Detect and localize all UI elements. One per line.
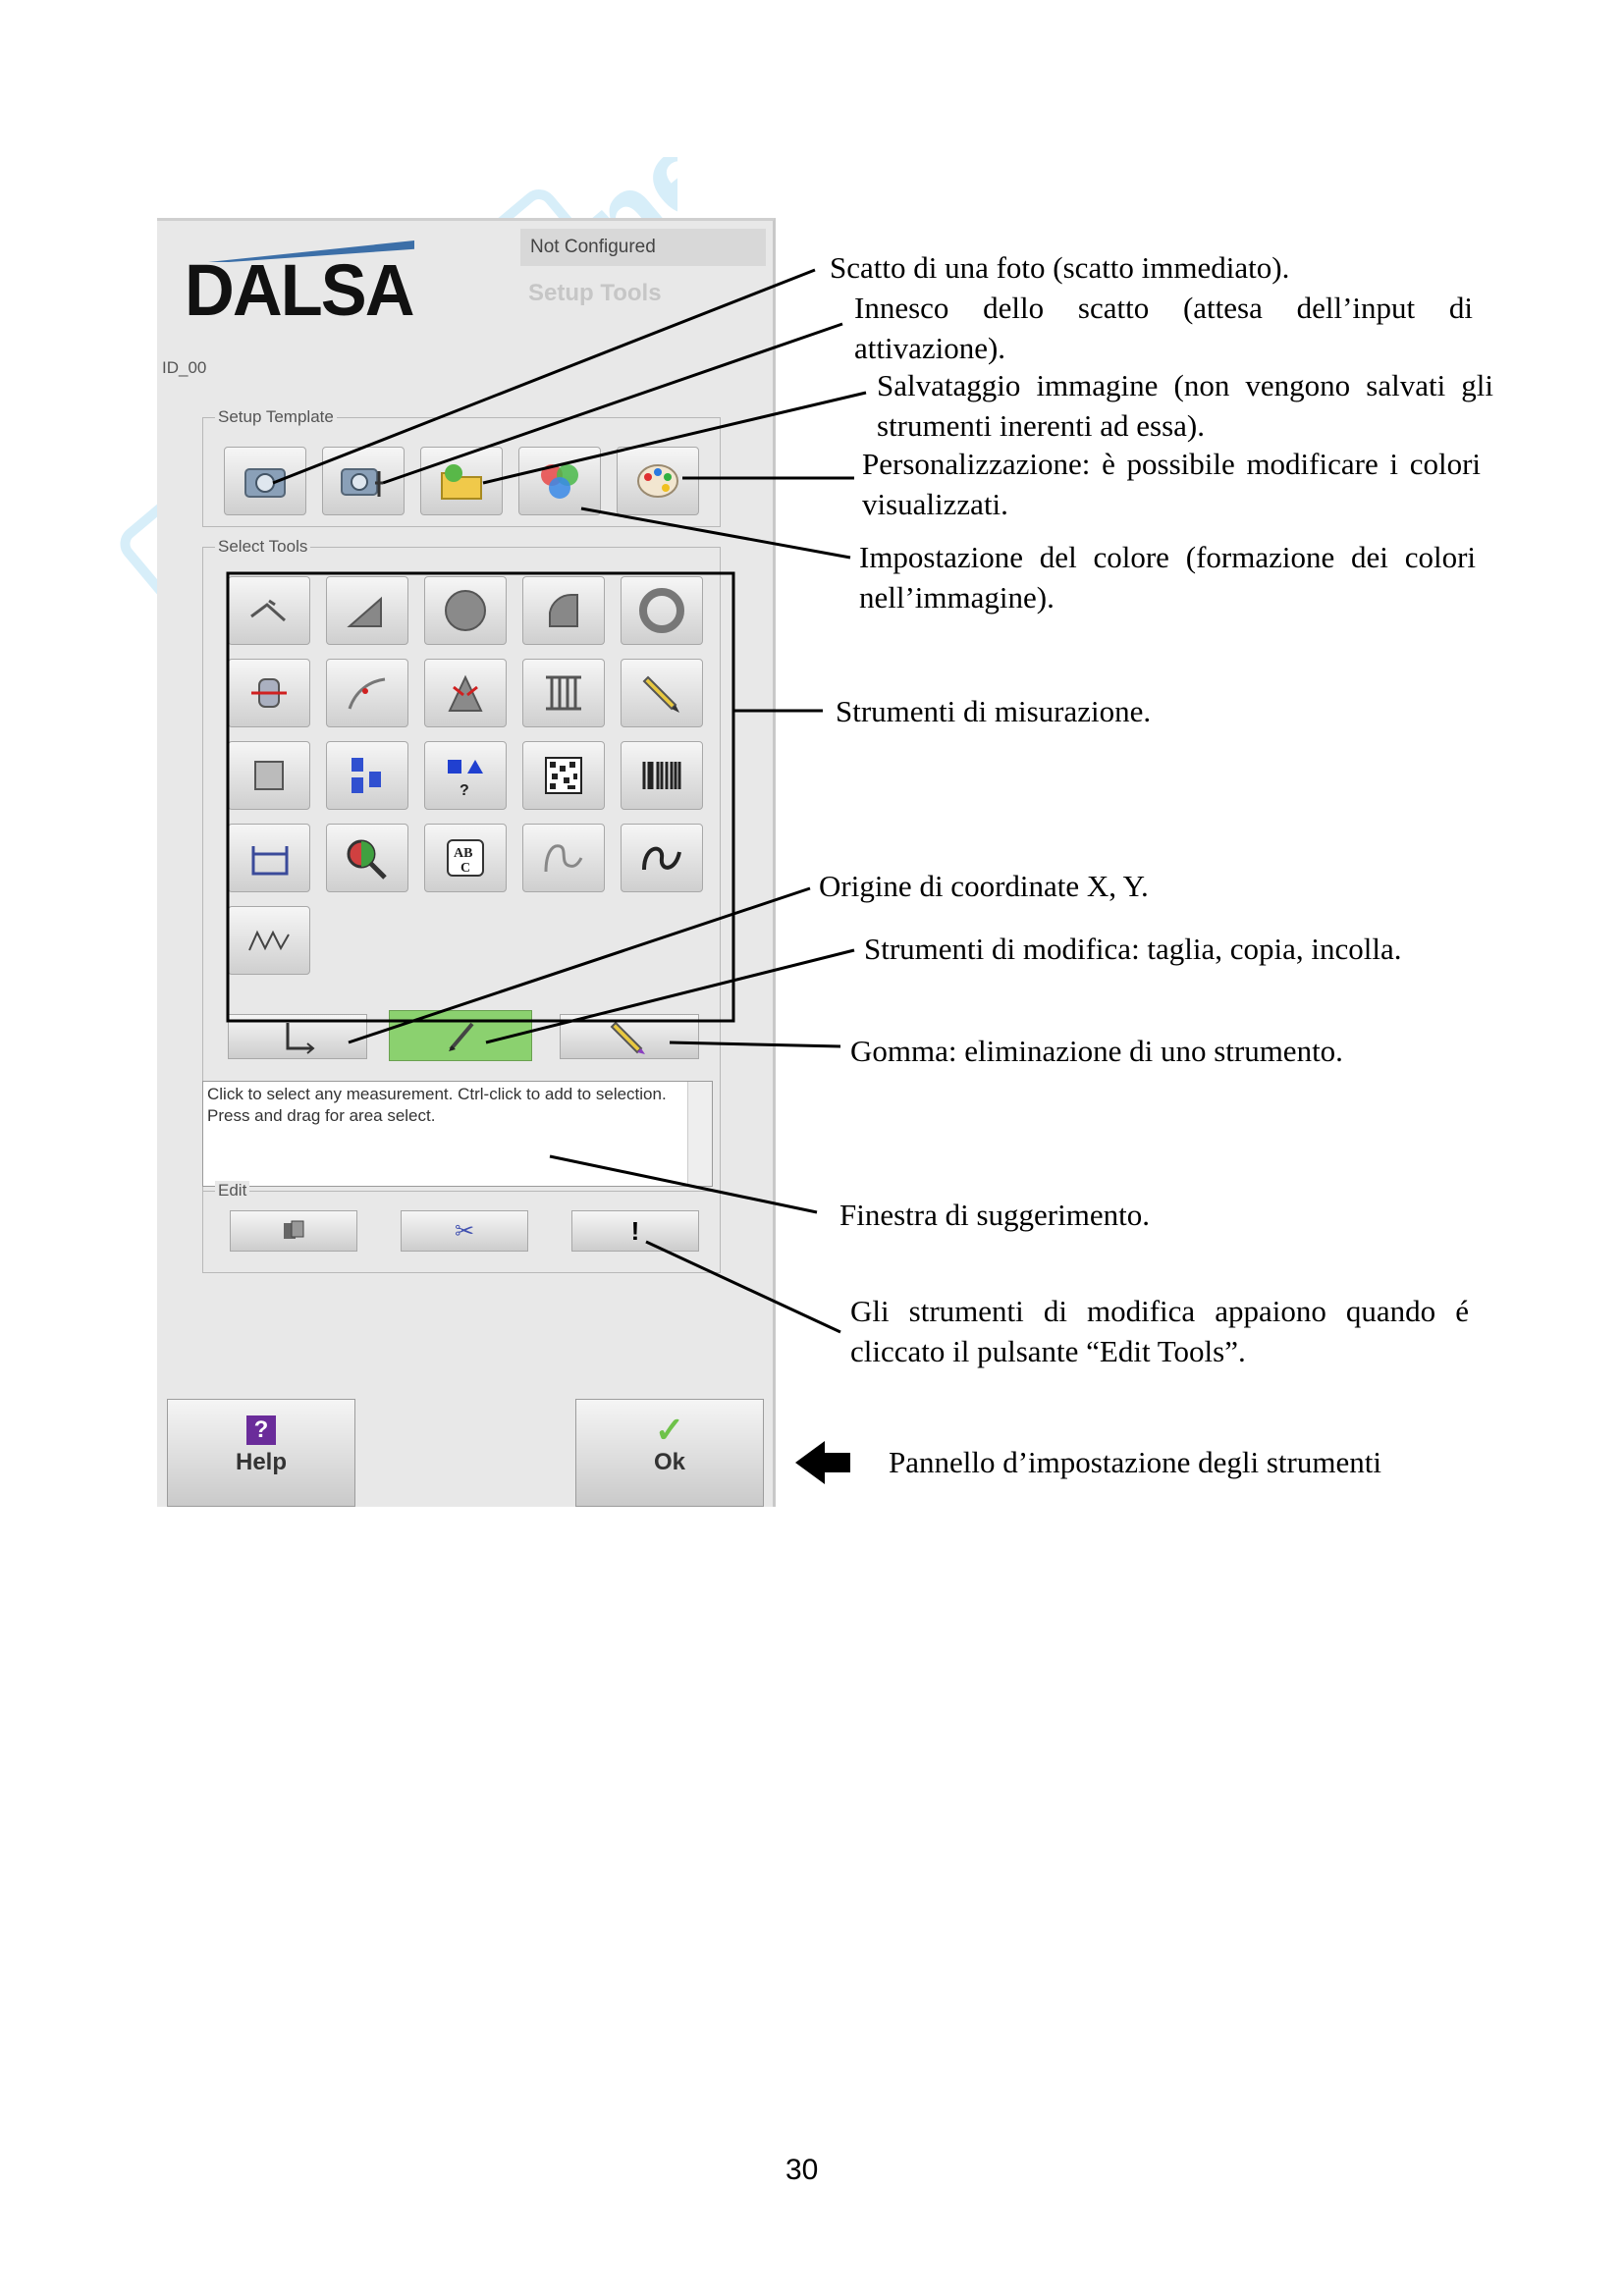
note-measure: Strumenti di misurazione. bbox=[836, 694, 1152, 728]
pencil-tool-button[interactable] bbox=[621, 659, 703, 727]
squiggle-button[interactable] bbox=[621, 824, 703, 892]
color-setup-icon bbox=[541, 464, 578, 499]
edit-group: Edit bbox=[202, 1181, 721, 1273]
angle-tool-button[interactable] bbox=[326, 576, 408, 645]
setup-tools-panel: DALSA Not Configured Setup Tools ID_00 S… bbox=[157, 218, 776, 1507]
shape-match-button[interactable]: ? bbox=[424, 741, 507, 810]
status-box: Not Configured bbox=[520, 229, 766, 266]
ring-tool-button[interactable] bbox=[621, 576, 703, 645]
rect-tool-icon bbox=[254, 761, 284, 790]
wave-icon bbox=[248, 930, 290, 951]
curve-tool-icon bbox=[348, 677, 386, 710]
palette-button[interactable] bbox=[617, 447, 699, 515]
digit-tool-button[interactable] bbox=[326, 741, 408, 810]
color-setup-button[interactable] bbox=[518, 447, 601, 515]
arc-tool-icon bbox=[549, 593, 578, 627]
arc-tool-button[interactable] bbox=[522, 576, 605, 645]
help-label: Help bbox=[235, 1449, 287, 1475]
datamatrix-icon bbox=[545, 757, 582, 794]
device-id: ID_00 bbox=[162, 358, 207, 377]
caliper-button[interactable] bbox=[228, 824, 310, 892]
pencil-tool-icon bbox=[642, 675, 679, 713]
contour-icon bbox=[544, 844, 583, 873]
svg-text:C: C bbox=[460, 861, 470, 876]
palette-icon bbox=[637, 464, 678, 498]
note-custom: Personalizzazione: è possibile modificar… bbox=[862, 447, 1481, 521]
bars-tool-button[interactable] bbox=[522, 659, 605, 727]
copy-button[interactable] bbox=[230, 1210, 357, 1252]
origin-axes-icon bbox=[286, 1023, 315, 1054]
line-tool-button[interactable] bbox=[228, 576, 310, 645]
spike-tool-icon bbox=[448, 674, 483, 712]
note-color: Impostazione del colore (formazione dei … bbox=[859, 540, 1476, 614]
eraser-icon bbox=[610, 1021, 645, 1054]
origin-button[interactable] bbox=[228, 1014, 367, 1059]
ok-button[interactable]: ✓ Ok bbox=[575, 1399, 764, 1507]
digit-tool-icon bbox=[352, 758, 381, 793]
exclamation-icon: ! bbox=[630, 1215, 640, 1246]
color-probe-button[interactable] bbox=[326, 824, 408, 892]
left-arrow-icon bbox=[795, 1441, 850, 1484]
ring-tool-icon bbox=[639, 588, 684, 633]
barcode-icon bbox=[642, 762, 681, 789]
note-panel: Pannello d’impostazione degli strumenti bbox=[889, 1445, 1381, 1479]
svg-text:?: ? bbox=[460, 782, 469, 799]
ok-label: Ok bbox=[653, 1449, 685, 1475]
hint-window: Click to select any measurement. Ctrl-cl… bbox=[202, 1081, 713, 1187]
paste-button[interactable]: ! bbox=[571, 1210, 699, 1252]
edge-tool-icon bbox=[251, 678, 287, 708]
rect-tool-button[interactable] bbox=[228, 741, 310, 810]
copy-icon bbox=[284, 1220, 304, 1239]
edit-pen-icon bbox=[449, 1022, 474, 1051]
note-eraser: Gomma: eliminazione di uno strumento. bbox=[850, 1034, 1343, 1068]
svg-text:AB: AB bbox=[454, 846, 472, 861]
trigger-camera-icon bbox=[341, 468, 383, 497]
edge-tool-button[interactable] bbox=[228, 659, 310, 727]
shape-match-icon: ? bbox=[448, 760, 483, 799]
spike-tool-button[interactable] bbox=[424, 659, 507, 727]
wave-tool-button[interactable] bbox=[228, 906, 310, 975]
snap-button[interactable] bbox=[224, 447, 306, 515]
ok-check-icon: ✓ bbox=[654, 1410, 685, 1450]
ocr-icon: ABC bbox=[447, 839, 484, 877]
note-snap: Scatto di una foto (scatto immediato). bbox=[830, 250, 1290, 285]
blob-tool-button[interactable] bbox=[424, 576, 507, 645]
scissors-icon: ✂ bbox=[454, 1218, 475, 1245]
barcode-button[interactable] bbox=[621, 741, 703, 810]
trigger-button[interactable] bbox=[322, 447, 405, 515]
save-image-icon bbox=[441, 464, 482, 500]
eraser-button[interactable] bbox=[560, 1014, 699, 1059]
blob-tool-icon bbox=[445, 590, 486, 631]
hint-scrollbar[interactable] bbox=[687, 1082, 712, 1186]
help-button[interactable]: ? Help bbox=[167, 1399, 355, 1507]
dalsa-logo: DALSA bbox=[185, 249, 415, 331]
edit-tools-button[interactable] bbox=[389, 1010, 532, 1061]
cut-button[interactable]: ✂ bbox=[401, 1210, 528, 1252]
help-question-icon: ? bbox=[246, 1415, 276, 1445]
page-number: 30 bbox=[785, 2154, 819, 2186]
note-trigger: Innesco dello scatto (attesa dell’input … bbox=[854, 291, 1473, 365]
angle-tool-icon bbox=[347, 596, 382, 627]
mode-title: Setup Tools bbox=[528, 280, 662, 306]
note-origin: Origine di coordinate X, Y. bbox=[819, 869, 1149, 903]
datamatrix-button[interactable] bbox=[522, 741, 605, 810]
group-title: Select Tools bbox=[215, 537, 311, 557]
snap-camera-icon bbox=[244, 468, 286, 498]
curve-tool-button[interactable] bbox=[326, 659, 408, 727]
group-title: Setup Template bbox=[215, 407, 337, 427]
hint-text: Click to select any measurement. Ctrl-cl… bbox=[207, 1085, 667, 1125]
bars-tool-icon bbox=[546, 675, 581, 711]
caliper-icon bbox=[251, 846, 289, 876]
note-hint: Finestra di suggerimento. bbox=[839, 1198, 1150, 1232]
color-probe-icon bbox=[347, 839, 387, 880]
group-title: Edit bbox=[215, 1181, 250, 1201]
note-edit: Strumenti di modifica: taglia, copia, in… bbox=[864, 932, 1402, 966]
squiggle-icon bbox=[642, 846, 681, 871]
note-edit-appear: Gli strumenti di modifica appaiono quand… bbox=[850, 1294, 1469, 1368]
contour-button[interactable] bbox=[522, 824, 605, 892]
line-tool-icon bbox=[250, 599, 286, 622]
note-save: Salvataggio immagine (non vengono salvat… bbox=[877, 368, 1493, 443]
save-image-button[interactable] bbox=[420, 447, 503, 515]
